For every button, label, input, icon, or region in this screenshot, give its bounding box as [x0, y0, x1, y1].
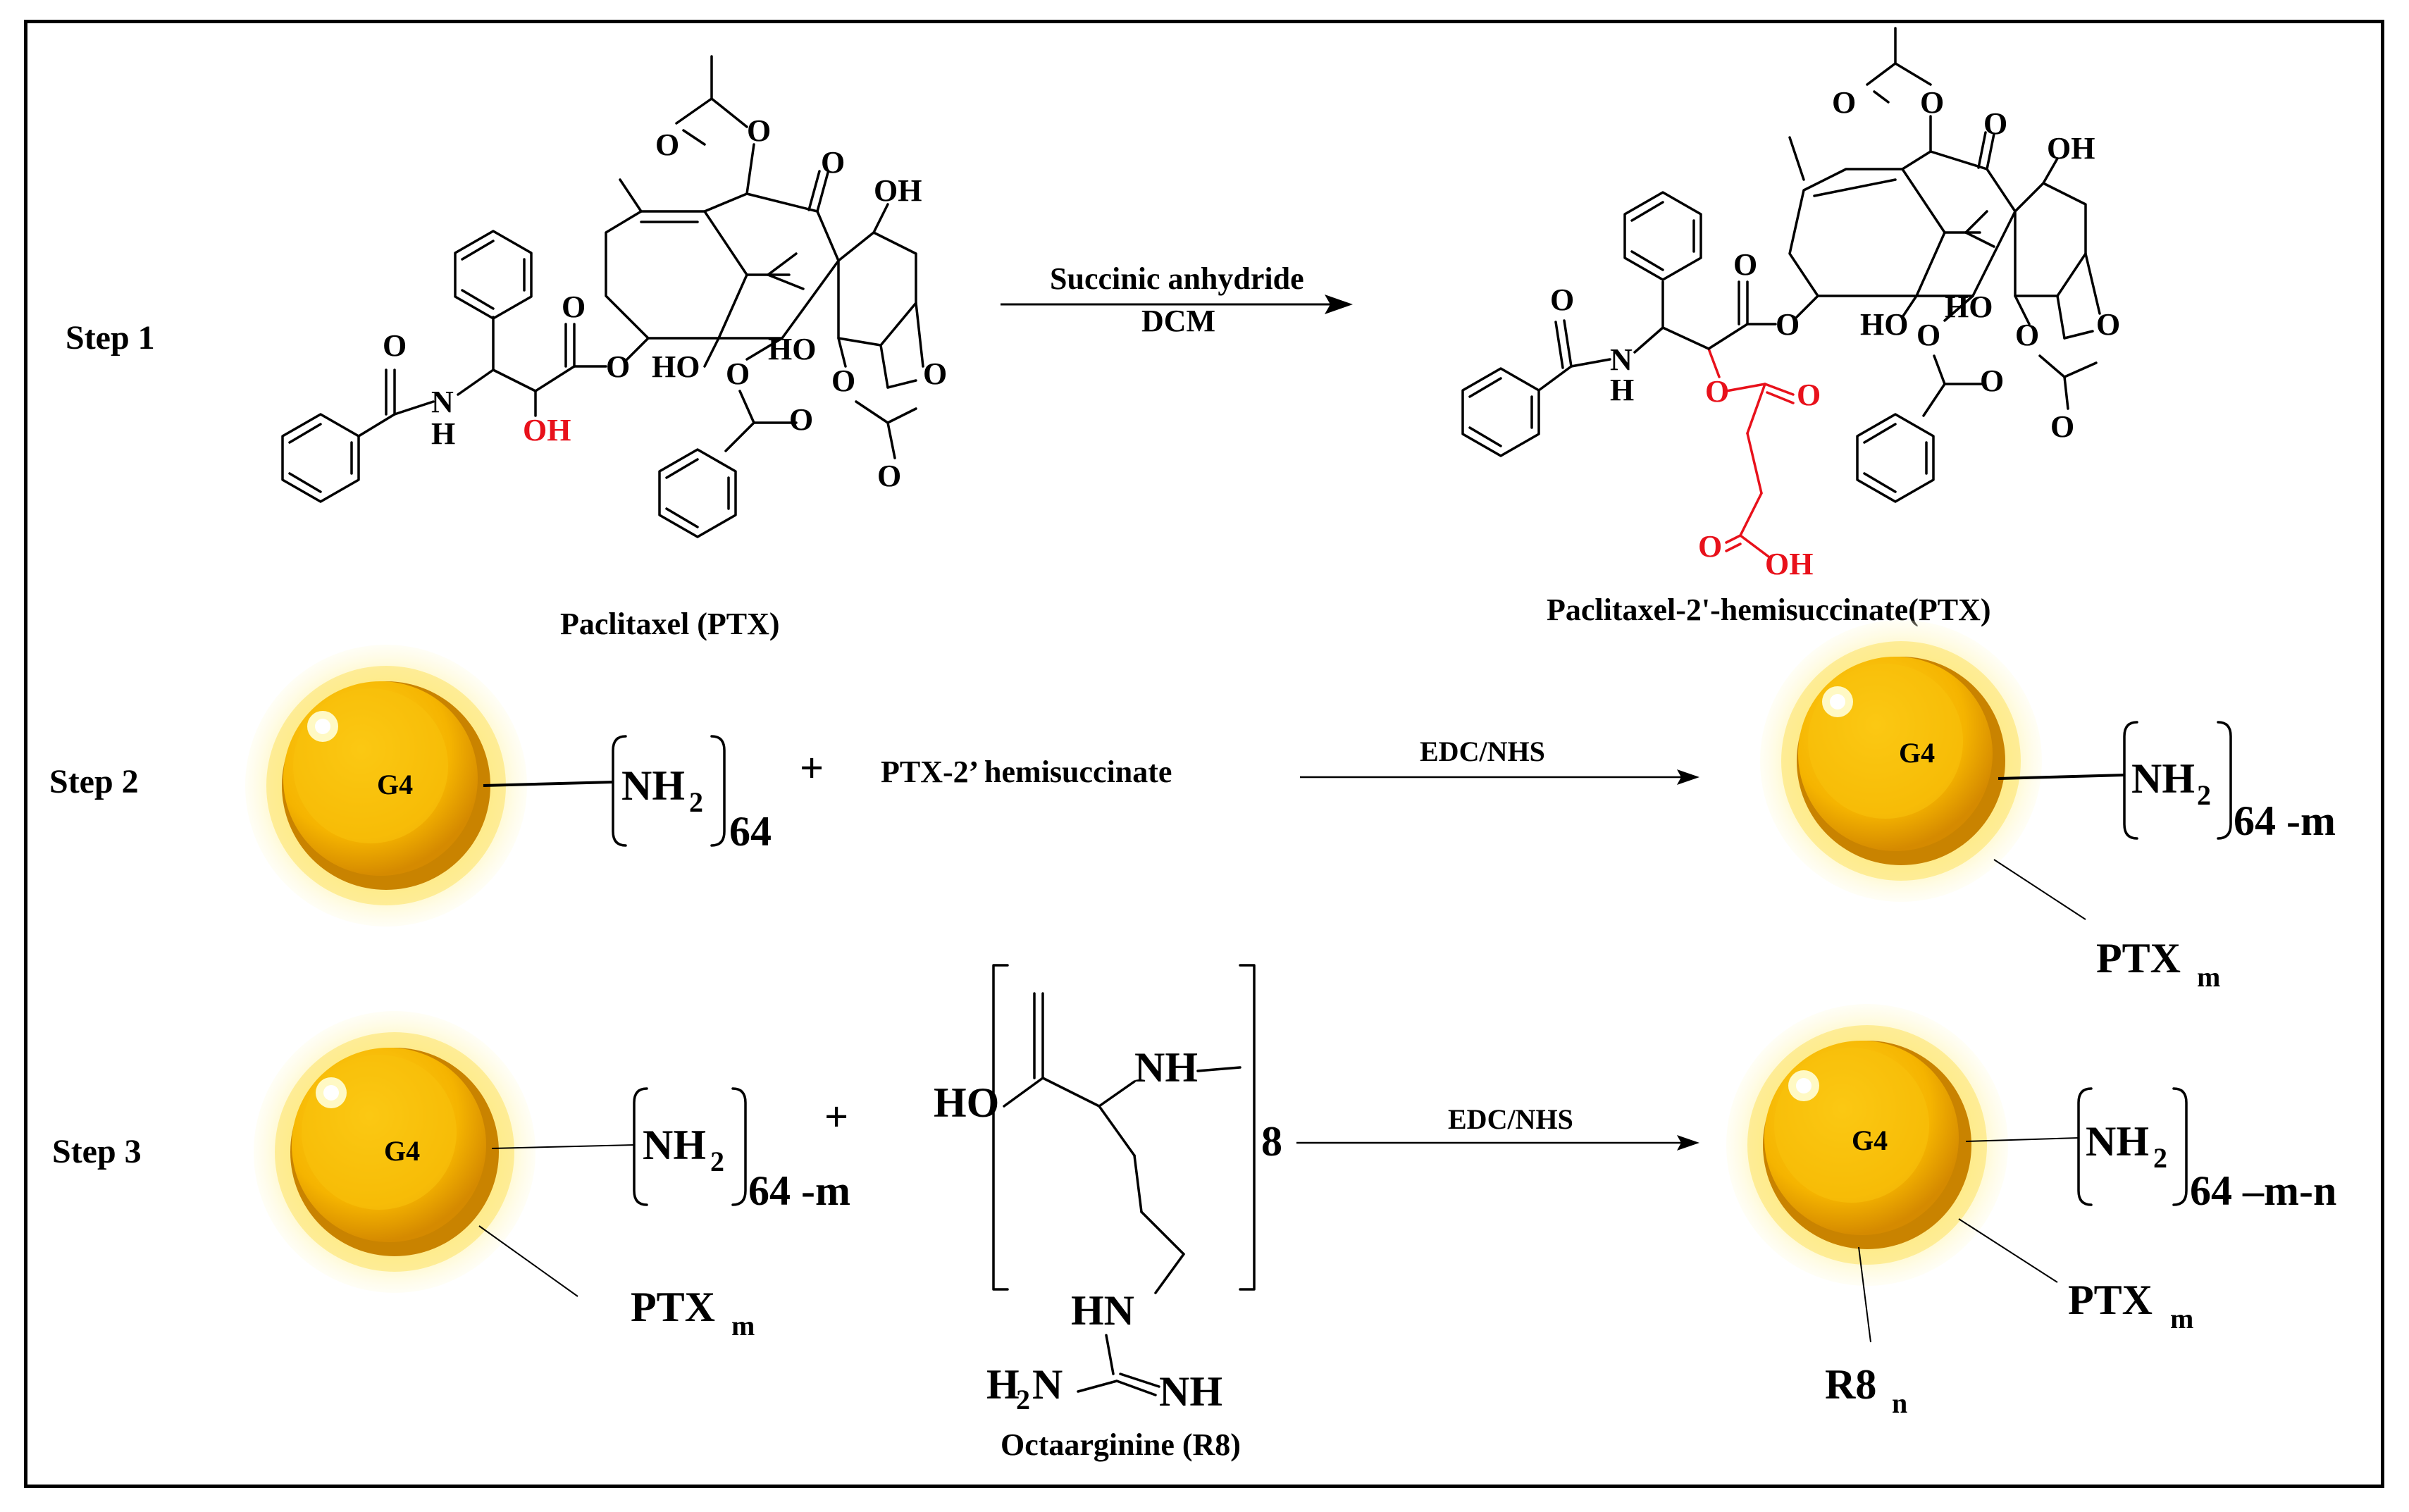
svg-text:OH: OH — [523, 413, 571, 447]
svg-text:O: O — [1733, 247, 1757, 282]
svg-text:NH: NH — [621, 762, 685, 809]
svg-text:O: O — [1920, 85, 1944, 120]
step3-ptx: PTX — [631, 1284, 715, 1330]
reagent-succinic-anhydride: Succinic anhydride — [1050, 261, 1304, 296]
svg-text:2: 2 — [689, 786, 703, 818]
octaarginine-label: Octaarginine (R8) — [1001, 1427, 1241, 1462]
svg-text:HO: HO — [652, 349, 700, 384]
svg-text:NH: NH — [1134, 1044, 1198, 1091]
diagram-frame — [24, 20, 2384, 1488]
svg-text:2: 2 — [710, 1146, 724, 1177]
paclitaxel-hemisuccinate-structure: O N H O O O OH O O O — [1461, 27, 2120, 581]
step-1-label: Step 1 — [66, 319, 155, 357]
svg-text:OH: OH — [874, 173, 922, 208]
svg-text:2: 2 — [2153, 1142, 2167, 1174]
svg-text:2: 2 — [2197, 779, 2211, 811]
svg-text:HO: HO — [1945, 290, 1993, 324]
svg-text:OH: OH — [2047, 131, 2095, 166]
svg-text:O: O — [923, 357, 947, 391]
step2-product-amine-group: NH 2 64 -m — [2123, 721, 2336, 844]
step3-plus: + — [824, 1093, 848, 1140]
step2-amine-group: NH 2 64 — [612, 735, 772, 855]
svg-text:O: O — [2096, 307, 2120, 342]
svg-text:HO: HO — [768, 332, 816, 366]
svg-text:O: O — [562, 290, 586, 324]
svg-text:O: O — [1980, 364, 2004, 398]
svg-text:2: 2 — [1016, 1384, 1030, 1415]
svg-text:O: O — [1797, 378, 1821, 412]
svg-text:H: H — [431, 416, 455, 451]
paclitaxel-hemisuccinate-label: Paclitaxel-2'-hemisuccinate(PTX) — [1547, 593, 1991, 627]
step3-product-r8: R8 — [1825, 1361, 1876, 1408]
svg-text:O: O — [655, 128, 679, 162]
octaarginine-repeat: 8 — [1261, 1118, 1282, 1165]
step2-product-g4-label: G4 — [1899, 737, 1935, 769]
svg-text:N: N — [1610, 342, 1633, 377]
svg-text:HO: HO — [1860, 307, 1908, 342]
step-3-label: Step 3 — [52, 1133, 142, 1170]
step3-g4-label: G4 — [384, 1135, 420, 1167]
svg-text:OH: OH — [1765, 547, 1813, 581]
svg-text:O: O — [1832, 85, 1856, 120]
svg-text:O: O — [831, 364, 855, 398]
svg-text:HN: HN — [1071, 1287, 1134, 1334]
step3-product-ptx-sub: m — [2170, 1303, 2193, 1334]
paclitaxel-structure: O N H OH O O O O O — [281, 55, 947, 538]
octaarginine-structure: HO NH HN H 2 N NH — [934, 964, 1256, 1415]
svg-text:NH: NH — [1159, 1368, 1222, 1415]
step3-product-r8-sub: n — [1892, 1387, 1907, 1419]
svg-text:O: O — [726, 357, 750, 391]
step3-product-g4-label: G4 — [1852, 1124, 1888, 1156]
svg-text:O: O — [1776, 307, 1800, 342]
step2-reagent-edc-nhs: EDC/NHS — [1420, 736, 1545, 767]
svg-text:O: O — [789, 402, 813, 437]
svg-text:O: O — [2015, 318, 2039, 352]
step3-product-ptx: PTX — [2068, 1277, 2153, 1323]
step2-product-ptx-sub: m — [2197, 961, 2220, 993]
svg-text:NH: NH — [2131, 755, 2195, 802]
svg-text:NH: NH — [2086, 1118, 2149, 1165]
svg-text:O: O — [1550, 283, 1574, 317]
svg-text:64 -m: 64 -m — [2234, 798, 2336, 844]
svg-text:O: O — [821, 145, 845, 180]
step-2-label: Step 2 — [49, 763, 139, 800]
reagent-dcm: DCM — [1141, 304, 1215, 338]
svg-text:O: O — [1916, 318, 1940, 352]
step3-reagent-edc-nhs: EDC/NHS — [1448, 1103, 1573, 1135]
svg-text:64 –m-n: 64 –m-n — [2190, 1167, 2336, 1214]
svg-text:N: N — [431, 385, 454, 419]
step2-ptx-hemisuccinate: PTX-2’ hemisuccinate — [881, 755, 1172, 789]
svg-text:O: O — [747, 113, 771, 148]
svg-text:O: O — [877, 459, 901, 493]
step2-product-ptx: PTX — [2096, 935, 2181, 981]
svg-text:O: O — [606, 349, 630, 384]
svg-text:H: H — [986, 1361, 1020, 1408]
paclitaxel-label: Paclitaxel (PTX) — [560, 607, 780, 641]
svg-text:64 -m: 64 -m — [748, 1167, 850, 1214]
svg-text:O: O — [383, 328, 407, 363]
svg-text:O: O — [1698, 529, 1722, 564]
step3-product-amine-group: NH 2 64 –m-n — [2077, 1087, 2336, 1214]
svg-text:64: 64 — [729, 808, 772, 855]
svg-text:H: H — [1610, 373, 1634, 407]
svg-text:NH: NH — [643, 1122, 706, 1168]
step2-plus: + — [800, 745, 824, 791]
svg-text:N: N — [1032, 1361, 1063, 1408]
svg-text:O: O — [2050, 409, 2074, 444]
step2-g4-label: G4 — [377, 769, 413, 800]
svg-text:HO: HO — [934, 1079, 999, 1126]
svg-text:O: O — [1983, 106, 2007, 141]
step3-ptx-sub: m — [731, 1310, 755, 1341]
step3-amine-group: NH 2 64 -m — [633, 1087, 850, 1214]
